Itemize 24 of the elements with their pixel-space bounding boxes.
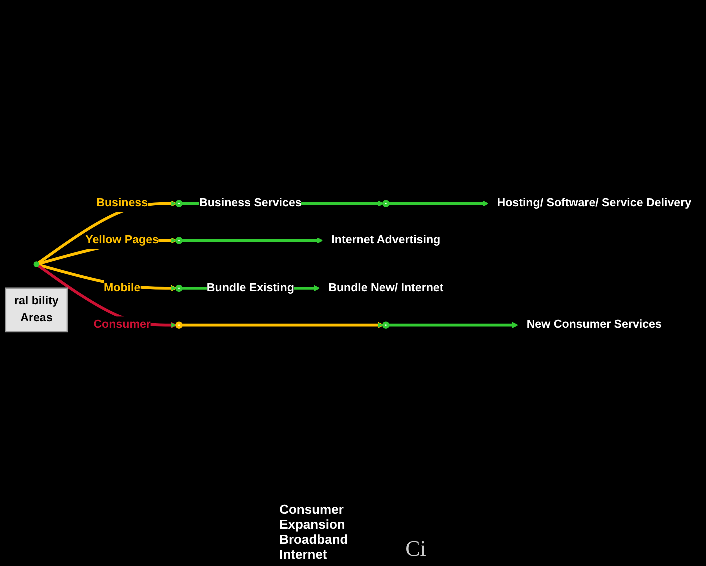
arrow <box>181 238 324 244</box>
node-circle <box>176 322 183 330</box>
node-circle <box>382 322 390 330</box>
edge-label: Mobile <box>104 282 141 295</box>
node-circle <box>34 262 40 268</box>
note-text: Ci <box>406 536 426 562</box>
node-circle <box>382 200 390 208</box>
edge-label: Consumer <box>94 319 151 332</box>
node-text: Bundle New/ Internet <box>328 282 444 295</box>
node-circle <box>176 285 183 292</box>
node-circle <box>176 200 183 208</box>
arrow <box>388 201 489 208</box>
node-box: ral bility Areas <box>5 288 68 333</box>
note-text: Consumer Expansion Broadband Internet <box>280 502 350 562</box>
node-text: New Consumer Services <box>526 319 662 332</box>
edge-label: Business Services <box>200 198 302 210</box>
node-text: Hosting/ Software/ Service Delivery <box>497 198 692 210</box>
edge-label: Business <box>96 198 148 210</box>
arrow <box>181 322 384 329</box>
node-circle <box>176 238 183 245</box>
arrow <box>388 322 518 329</box>
edge-label: Bundle Existing <box>206 282 294 295</box>
edge-label: Yellow Pages <box>86 234 159 247</box>
node-text: Internet Advertising <box>332 234 441 247</box>
